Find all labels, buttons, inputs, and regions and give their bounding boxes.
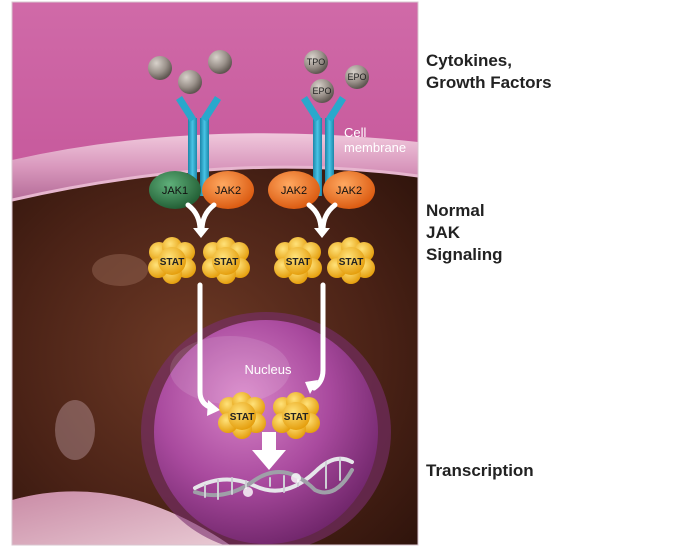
jak-label: JAK2	[281, 185, 307, 197]
ligand-tpo-label: TPO	[307, 57, 326, 67]
label-cytokines-line2: Growth Factors	[426, 73, 552, 92]
ligand-tpo: TPO	[304, 50, 328, 74]
ligand-epo-label: EPO	[312, 86, 331, 96]
arrow-to-nucleus-right	[311, 282, 326, 391]
arrowhead	[193, 228, 209, 238]
label-transcription-text: Transcription	[426, 461, 534, 480]
jak-right-1: JAK2	[268, 171, 320, 209]
arrowhead	[314, 228, 330, 238]
jak-branch-arrow-right	[306, 202, 338, 233]
stat-protein: STAT	[274, 237, 322, 284]
label-transcription: Transcription	[426, 460, 534, 482]
jak-label: JAK2	[336, 185, 362, 197]
stat-protein: STAT	[148, 237, 196, 284]
ligand-epo: EPO	[345, 65, 369, 89]
ligand-epo-label: EPO	[347, 72, 366, 82]
dna-helix	[193, 456, 354, 500]
cytokine-ball	[208, 50, 232, 74]
membrane-inner-edge	[12, 165, 418, 202]
arrowhead	[305, 380, 318, 394]
stat-protein-nuclear: STAT	[272, 392, 320, 439]
stat-protein-nuclear: STAT	[218, 392, 266, 439]
arrowhead	[207, 400, 220, 416]
label-cytokines: Cytokines, Growth Factors	[426, 50, 552, 94]
stat-protein: STAT	[327, 237, 375, 284]
label-signaling-line3: Signaling	[426, 245, 503, 264]
panel-border	[11, 1, 419, 546]
stat-label: STAT	[339, 257, 364, 268]
ligand-epo: EPO	[310, 79, 334, 103]
receptor-left	[176, 96, 221, 196]
label-normal-jak-signaling: Normal JAK Signaling	[426, 200, 503, 266]
arrow-to-dna	[252, 432, 286, 470]
cytokine-ball	[178, 70, 202, 94]
membrane-label-line1: Cell	[344, 125, 367, 140]
jak-branch-arrow-left	[185, 202, 217, 233]
stat-label: STAT	[214, 257, 239, 268]
jak-label: JAK1	[162, 185, 188, 197]
jak-label: JAK2	[215, 185, 241, 197]
cytokine-ball	[148, 56, 172, 80]
nucleus-label: Nucleus	[245, 362, 292, 377]
label-signaling-line2: JAK	[426, 223, 461, 242]
membrane-label-line2: membrane	[344, 140, 406, 155]
cytoplasm-highlight	[92, 254, 148, 286]
jak-right-2: JAK2	[323, 171, 375, 209]
receptor-right	[301, 96, 346, 196]
stat-protein: STAT	[202, 237, 250, 284]
label-signaling-line1: Normal	[426, 201, 485, 220]
jak-left-2: JAK2	[202, 171, 254, 209]
cytoplasm-highlight	[55, 400, 95, 460]
stat-label: STAT	[230, 412, 255, 423]
stat-label: STAT	[284, 412, 309, 423]
stat-label: STAT	[160, 257, 185, 268]
label-cytokines-line1: Cytokines,	[426, 51, 512, 70]
stat-label: STAT	[286, 257, 311, 268]
jak-left-1: JAK1	[149, 171, 201, 209]
